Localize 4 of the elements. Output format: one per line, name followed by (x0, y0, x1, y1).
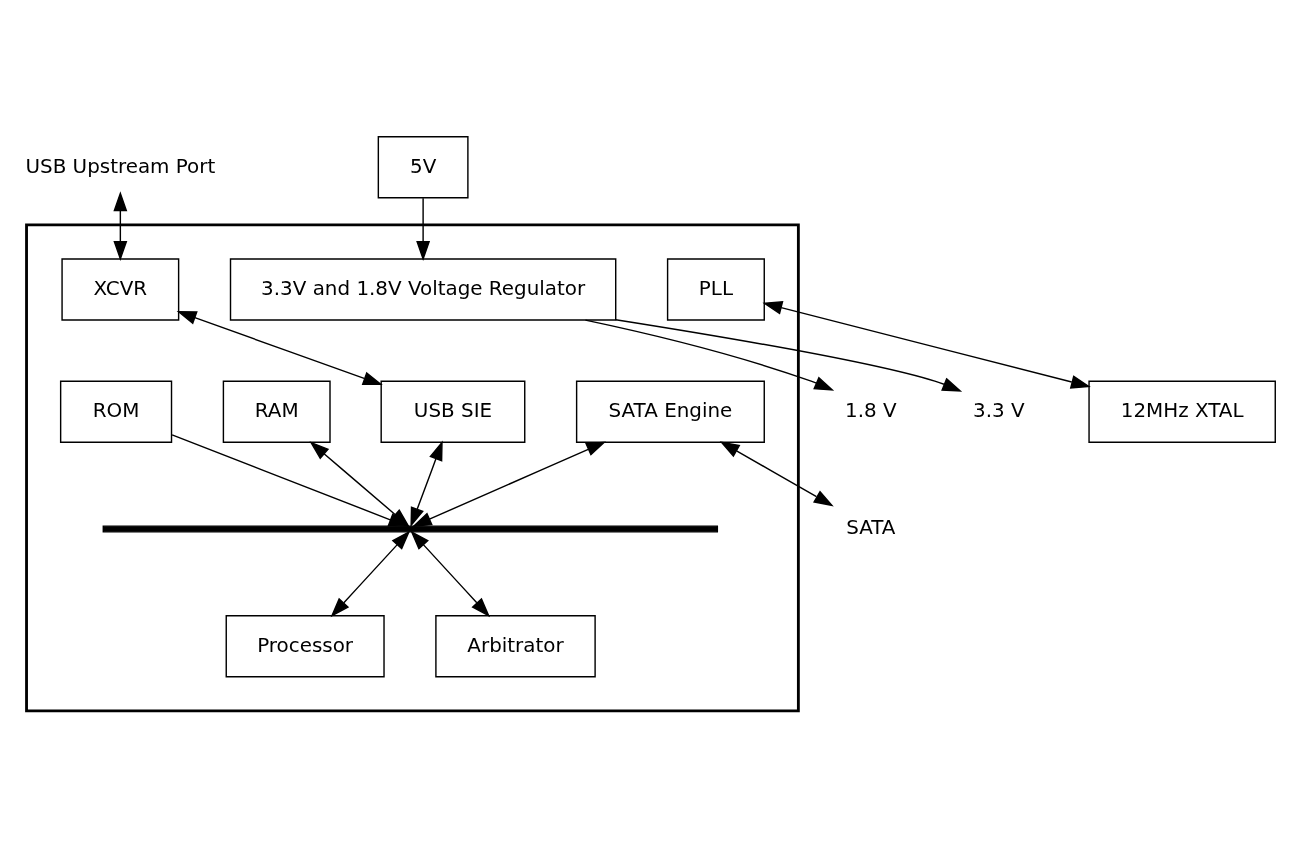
node-text: 1.8 V (845, 398, 897, 422)
node-text: 3.3 V (973, 398, 1025, 422)
node-text: SATA (846, 515, 896, 539)
node-text: USB Upstream Port (25, 154, 216, 178)
